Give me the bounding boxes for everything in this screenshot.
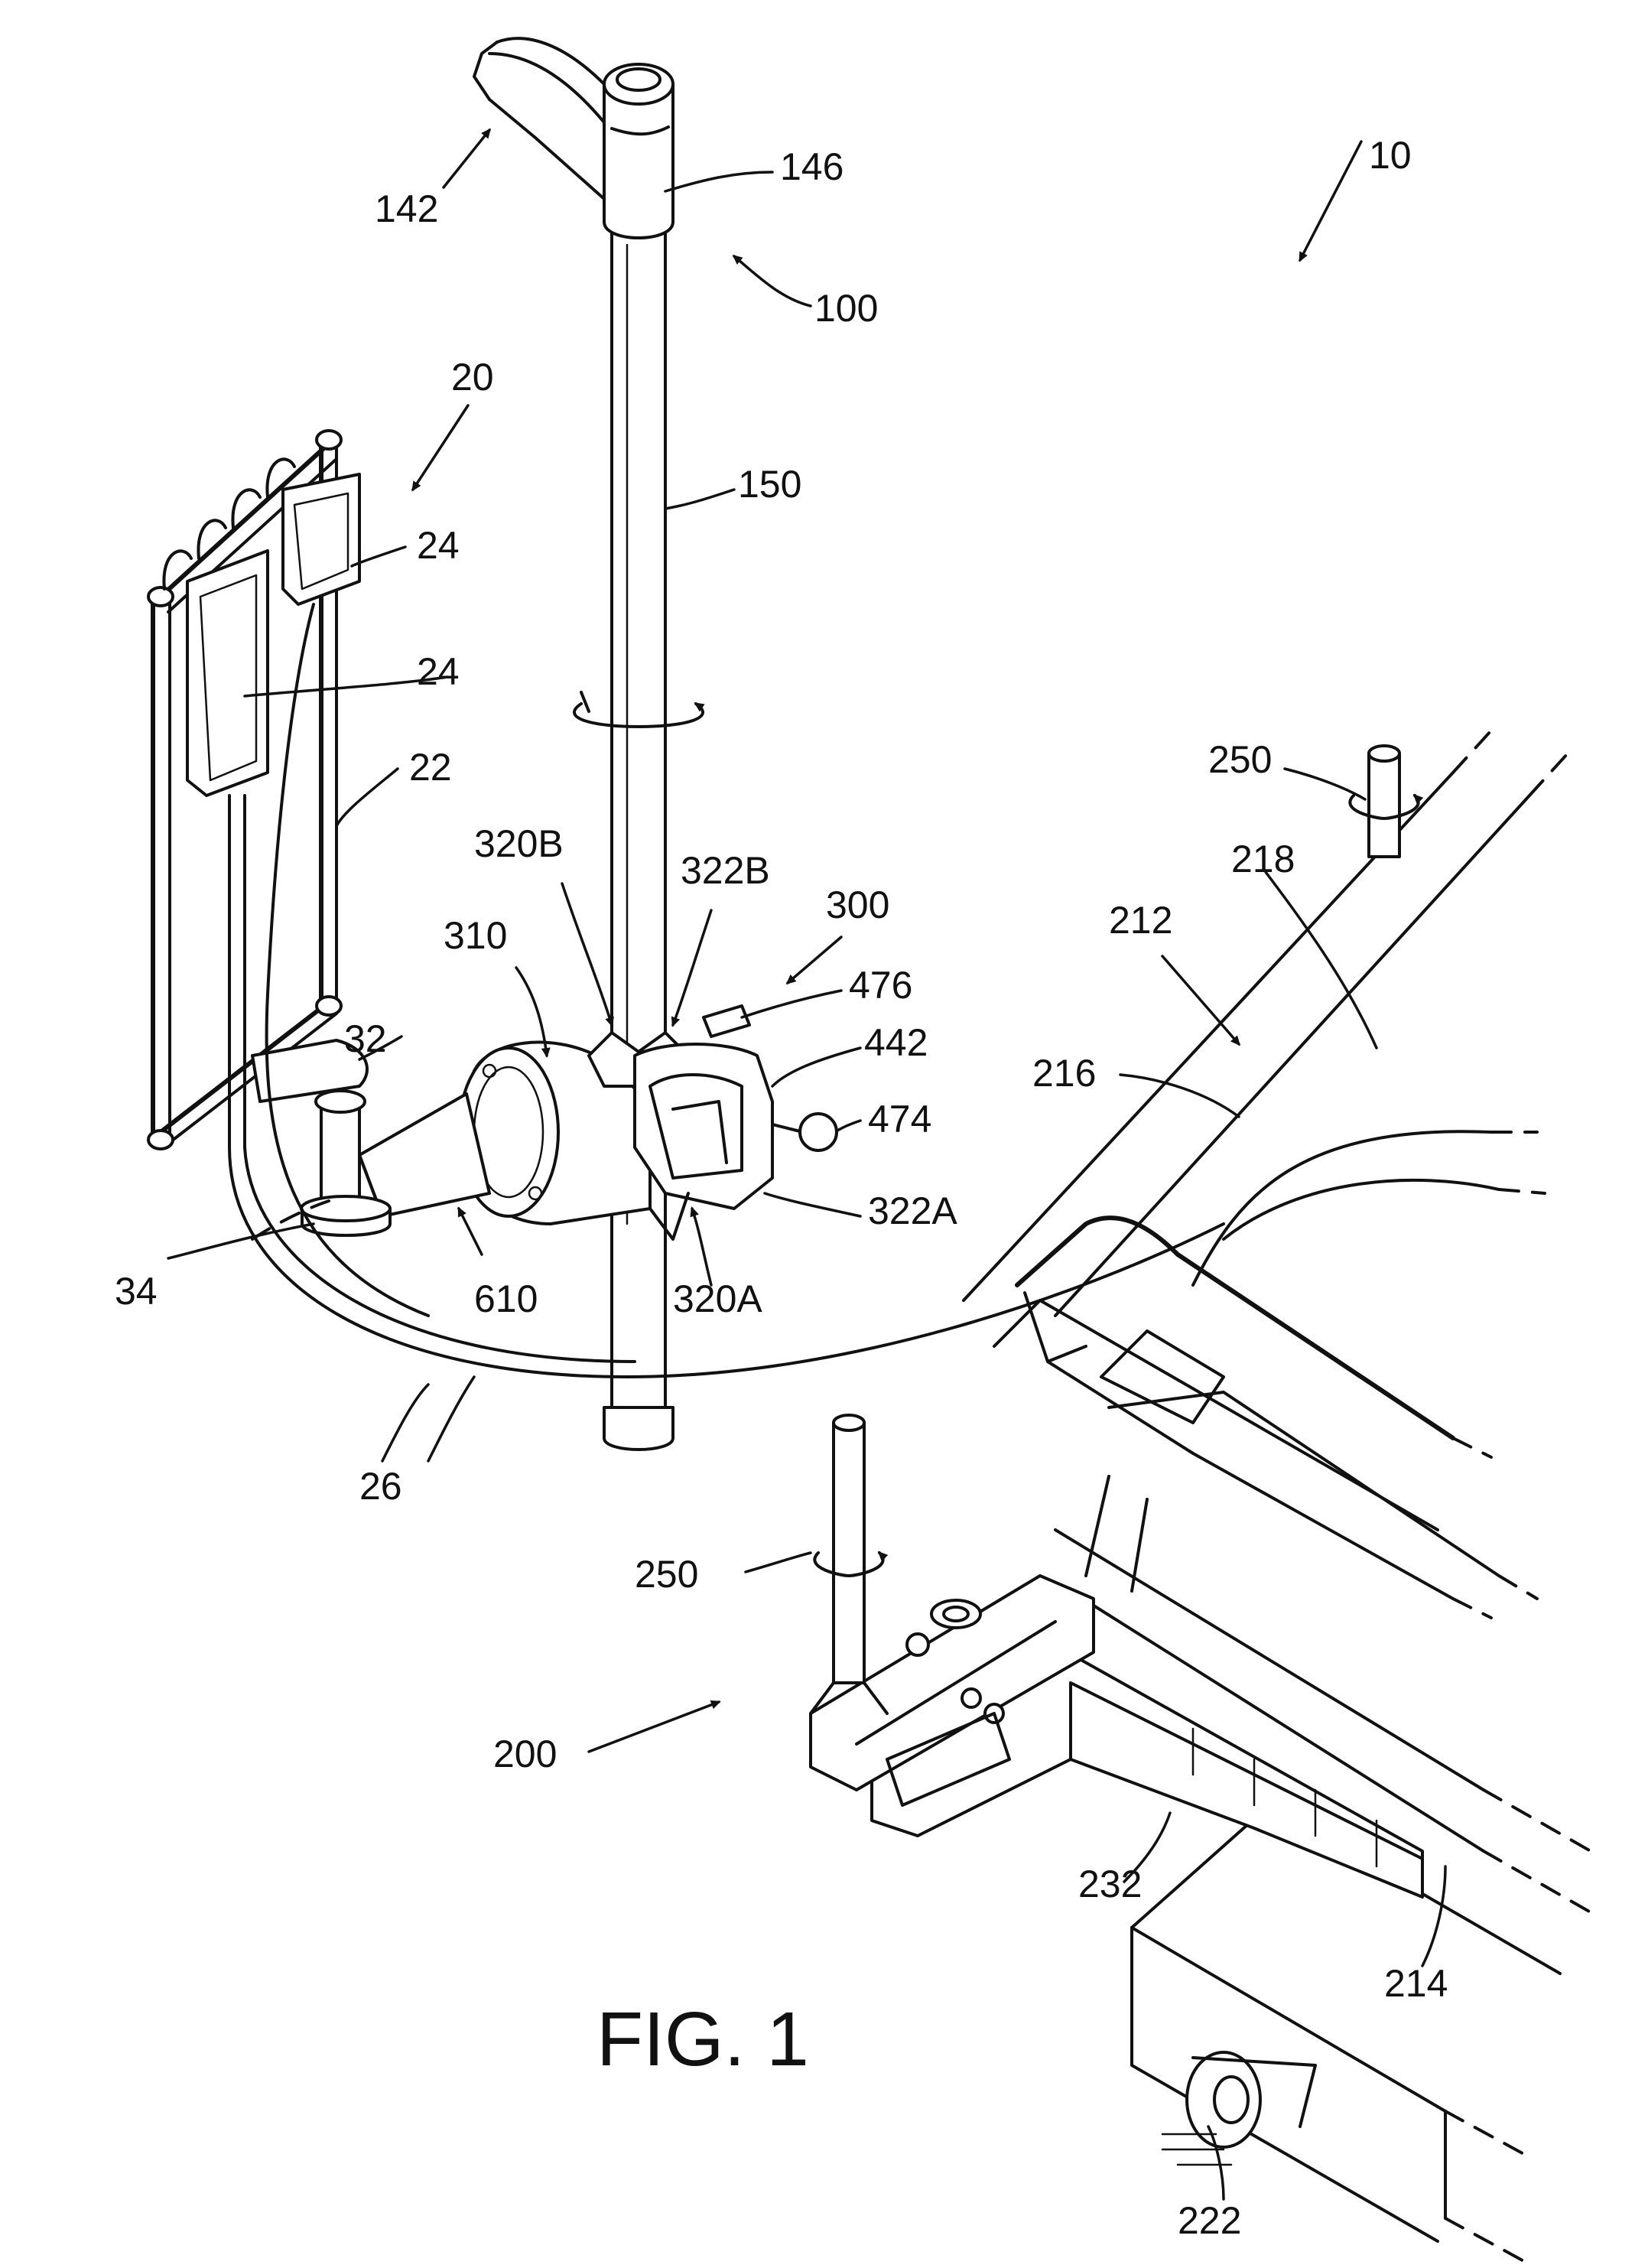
label-34: 34 xyxy=(115,1270,158,1313)
label-300: 300 xyxy=(826,883,889,926)
label-250-lower: 250 xyxy=(635,1553,698,1596)
label-610: 610 xyxy=(474,1277,538,1320)
label-20: 20 xyxy=(451,356,494,399)
label-100: 100 xyxy=(814,287,878,330)
label-320B: 320B xyxy=(474,822,564,865)
clamp-assembly xyxy=(359,1006,837,1239)
label-320A: 320A xyxy=(673,1277,762,1320)
label-310: 310 xyxy=(444,914,507,957)
figure-caption: FIG. 1 xyxy=(596,1996,809,2082)
label-232: 232 xyxy=(1078,1863,1142,1905)
label-146: 146 xyxy=(780,145,844,188)
iv-rack xyxy=(148,431,390,1235)
tubing xyxy=(229,604,1224,1377)
label-442: 442 xyxy=(864,1021,928,1064)
label-214: 214 xyxy=(1384,1962,1448,2005)
iv-pole xyxy=(474,38,703,1450)
label-26: 26 xyxy=(359,1465,402,1508)
bed-frame xyxy=(811,731,1591,2264)
label-24-lower: 24 xyxy=(417,650,460,693)
label-212: 212 xyxy=(1109,899,1172,942)
reference-labels: 10 146 142 100 20 150 24 24 22 250 320B … xyxy=(115,134,1448,2242)
label-474: 474 xyxy=(868,1098,931,1141)
label-222: 222 xyxy=(1178,2199,1241,2242)
label-200: 200 xyxy=(493,1733,557,1775)
label-32: 32 xyxy=(344,1017,387,1060)
label-216: 216 xyxy=(1032,1052,1096,1095)
label-250-upper: 250 xyxy=(1208,738,1272,781)
label-322A: 322A xyxy=(868,1189,957,1232)
label-22: 22 xyxy=(409,746,452,789)
label-322B: 322B xyxy=(681,849,770,892)
label-142: 142 xyxy=(375,187,438,230)
label-10: 10 xyxy=(1369,134,1412,177)
label-150: 150 xyxy=(738,463,801,506)
label-24-upper: 24 xyxy=(417,524,460,567)
label-476: 476 xyxy=(849,964,912,1007)
label-218: 218 xyxy=(1231,838,1295,880)
